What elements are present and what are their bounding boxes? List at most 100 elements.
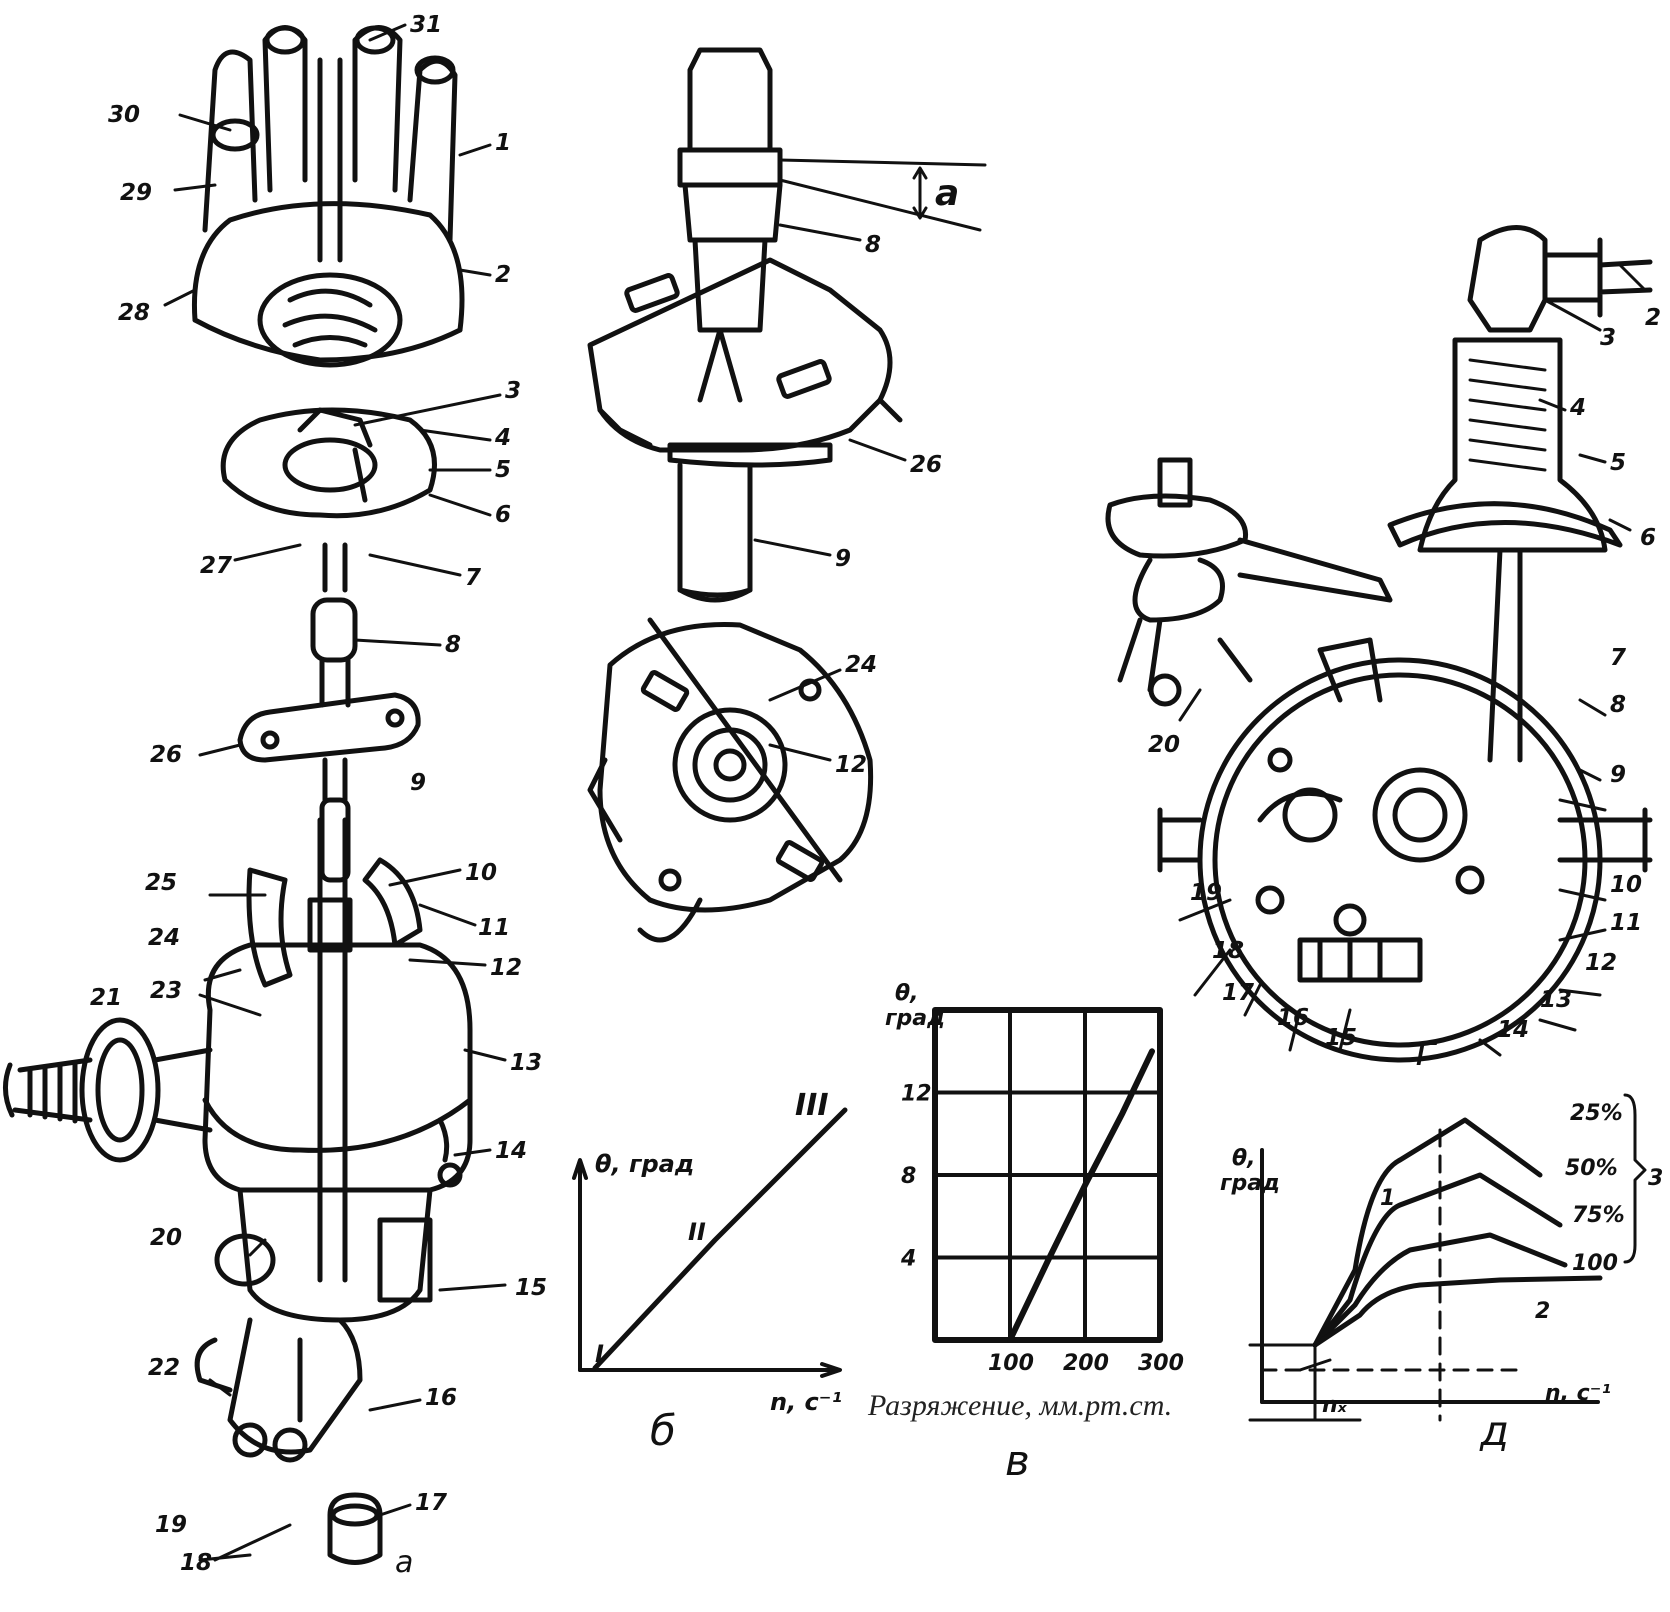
part-label-15: 15 — [515, 1275, 547, 1301]
part-label-12-g: 12 — [1585, 950, 1617, 976]
chart-v-xtick-100: 100 — [988, 1351, 1034, 1376]
part-label-10: 10 — [465, 860, 497, 886]
part-label-4: 4 — [494, 425, 511, 451]
chart-d-label-100: 100 — [1572, 1251, 1618, 1276]
chart-d-ylabel-bottom: град — [1220, 1171, 1280, 1196]
part-label-17-g: 17 — [1222, 980, 1254, 1006]
chart-d-ylabel-top: θ, — [1232, 1146, 1255, 1171]
part-label-12: 12 — [490, 955, 522, 981]
part-label-28: 28 — [118, 300, 150, 326]
part-label-8-g: 8 — [1610, 692, 1626, 718]
part-label-10-g: 10 — [1610, 872, 1642, 898]
part-label-24: 24 — [148, 925, 180, 951]
part-label-17: 17 — [415, 1490, 447, 1516]
chart-d-curve-50 — [1312, 1172, 1563, 1348]
part-label-8-top: 8 — [865, 232, 881, 258]
part-label-2: 2 — [495, 262, 511, 288]
part-leader-lines-g — [1178, 263, 1647, 1057]
part-label-12-top: 12 — [835, 752, 867, 778]
part-label-9-top: 9 — [835, 546, 851, 572]
part-numbers-a: 31 30 1 29 2 28 3 4 5 6 27 7 8 26 9 25 1… — [90, 12, 547, 1580]
part-label-5: 5 — [495, 457, 511, 483]
chart-b-x-arrow — [820, 1362, 842, 1378]
chart-d-advance-curves: θ, град n, с⁻¹ nₓ 25% 50% 75% 100 3 1 2 … — [1220, 1093, 1663, 1455]
part-label-2-g: 2 — [1645, 305, 1661, 331]
chart-b-ylabel: θ, град — [595, 1150, 694, 1178]
chart-v-xtick-200: 200 — [1063, 1351, 1109, 1376]
part-label-9-g: 9 — [1610, 762, 1626, 788]
panel-label-a: а — [395, 1545, 413, 1580]
part-numbers-top: 8 26 9 24 12 a — [835, 173, 959, 778]
part-label-14-g: 14 — [1497, 1017, 1529, 1043]
chart-d-arrow-1 — [1298, 1358, 1332, 1372]
part-numbers-g: 2 3 4 5 6 7 8 9 10 11 12 13 14 15 16 17 … — [1148, 305, 1661, 1075]
chart-b-ignition-advance: θ, град n, с⁻¹ I II III б — [572, 1088, 848, 1455]
part-label-7: 7 — [465, 565, 481, 591]
chart-b-line — [592, 1107, 848, 1371]
chart-d-series-brace — [1623, 1093, 1647, 1264]
chart-d-group-label: 3 — [1648, 1166, 1663, 1191]
chart-v-ylabel-top: θ, — [895, 981, 918, 1006]
panel-label-b: б — [650, 1406, 676, 1455]
part-label-25: 25 — [145, 870, 177, 896]
vacuum-regulator-drawing — [1105, 225, 1653, 1063]
part-label-11: 11 — [478, 915, 510, 941]
part-label-13-g: 13 — [1540, 987, 1572, 1013]
centrifugal-regulator-drawing — [587, 47, 987, 943]
chart-d-curve-label-1: 1 — [1380, 1186, 1395, 1211]
chart-v-xtick-300: 300 — [1138, 1351, 1184, 1376]
part-label-19-g: 19 — [1190, 880, 1222, 906]
chart-v-ytick-8: 8 — [901, 1164, 916, 1189]
chart-b-segment-II: II — [688, 1218, 706, 1246]
part-label-4-g: 4 — [1569, 395, 1586, 421]
angle-label-a: a — [935, 173, 959, 214]
part-label-19: 19 — [155, 1512, 187, 1538]
part-leader-lines-a — [163, 23, 507, 1562]
part-label-18: 18 — [180, 1550, 212, 1576]
part-label-20: 20 — [150, 1225, 182, 1251]
chart-d-xlabel: n, с⁻¹ — [1545, 1381, 1611, 1406]
part-label-6-g: 6 — [1640, 525, 1656, 551]
chart-v-ytick-12: 12 — [901, 1082, 932, 1107]
part-label-3-g: 3 — [1600, 325, 1616, 351]
chart-d-nx-label: nₓ — [1322, 1393, 1348, 1418]
part-label-18-g: 18 — [1212, 938, 1244, 964]
panel-label-v: в — [1005, 1436, 1030, 1485]
part-label-26: 26 — [150, 742, 182, 768]
part-label-1: 1 — [495, 130, 511, 156]
chart-d-curve-label-2: 2 — [1535, 1299, 1550, 1324]
part-label-20-g: 20 — [1148, 732, 1180, 758]
chart-b-segment-III: III — [795, 1088, 829, 1123]
chart-v-ytick-4: 4 — [900, 1247, 916, 1272]
part-label-6: 6 — [495, 502, 511, 528]
chart-d-curve-75 — [1312, 1232, 1568, 1348]
part-label-27: 27 — [200, 553, 232, 579]
part-label-30: 30 — [108, 102, 140, 128]
part-label-7-g: 7 — [1610, 645, 1626, 671]
part-label-8: 8 — [445, 632, 461, 658]
panel-label-d: д — [1479, 1406, 1509, 1455]
part-label-5-g: 5 — [1610, 450, 1626, 476]
part-label-15-g: 15 — [1325, 1025, 1357, 1051]
part-label-29: 29 — [120, 180, 152, 206]
part-label-24-top: 24 — [845, 652, 877, 678]
chart-d-curve-100 — [1312, 1275, 1603, 1348]
panel-label-9: 9 — [410, 770, 426, 796]
part-leader-lines-top — [753, 223, 907, 762]
panel-label-g: г — [1415, 1026, 1438, 1075]
part-label-23: 23 — [150, 978, 182, 1004]
part-label-16-g: 16 — [1277, 1005, 1309, 1031]
chart-b-segment-I: I — [595, 1340, 604, 1368]
part-label-14: 14 — [495, 1138, 527, 1164]
part-label-22: 22 — [148, 1355, 180, 1381]
chart-b-y-arrow — [572, 1158, 588, 1180]
chart-v-ylabel-bottom: град — [885, 1006, 945, 1031]
part-label-26-top: 26 — [910, 452, 942, 478]
part-label-11-g: 11 — [1610, 910, 1642, 936]
chart-v-line — [1007, 1048, 1155, 1343]
chart-d-label-50: 50% — [1565, 1156, 1618, 1181]
chart-d-curve-25 — [1312, 1117, 1543, 1348]
part-label-31: 31 — [410, 12, 442, 38]
